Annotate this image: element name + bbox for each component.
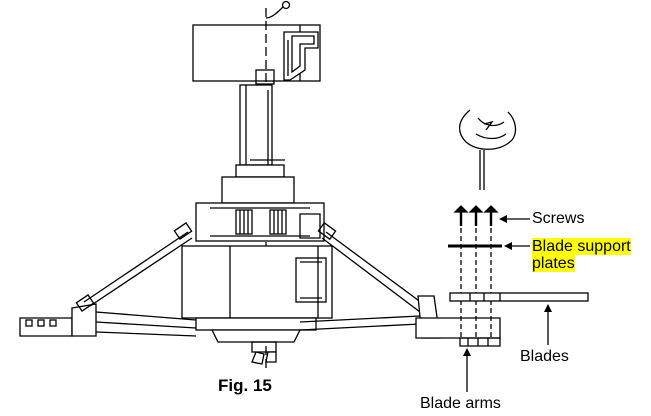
switch-housing-bottom bbox=[252, 342, 276, 364]
screws bbox=[455, 206, 497, 340]
blade bbox=[450, 293, 588, 301]
blade-arms-label: Blade arms bbox=[420, 395, 501, 412]
blade-support-plates-label: Blade support plates bbox=[532, 238, 631, 272]
blade-support-plates-label-line2: plates bbox=[532, 255, 575, 272]
downrod bbox=[236, 70, 285, 177]
figure-caption: Fig. 15 bbox=[218, 376, 272, 396]
screws-label: Screws bbox=[532, 210, 584, 227]
motor-housing bbox=[182, 177, 332, 342]
blade-support-plates-label-line1: Blade support bbox=[532, 238, 631, 255]
blades-label: Blades bbox=[520, 348, 569, 365]
exploded-blade-part bbox=[460, 110, 516, 190]
left-blade-arm bbox=[20, 223, 196, 336]
safety-cable bbox=[266, 2, 290, 19]
